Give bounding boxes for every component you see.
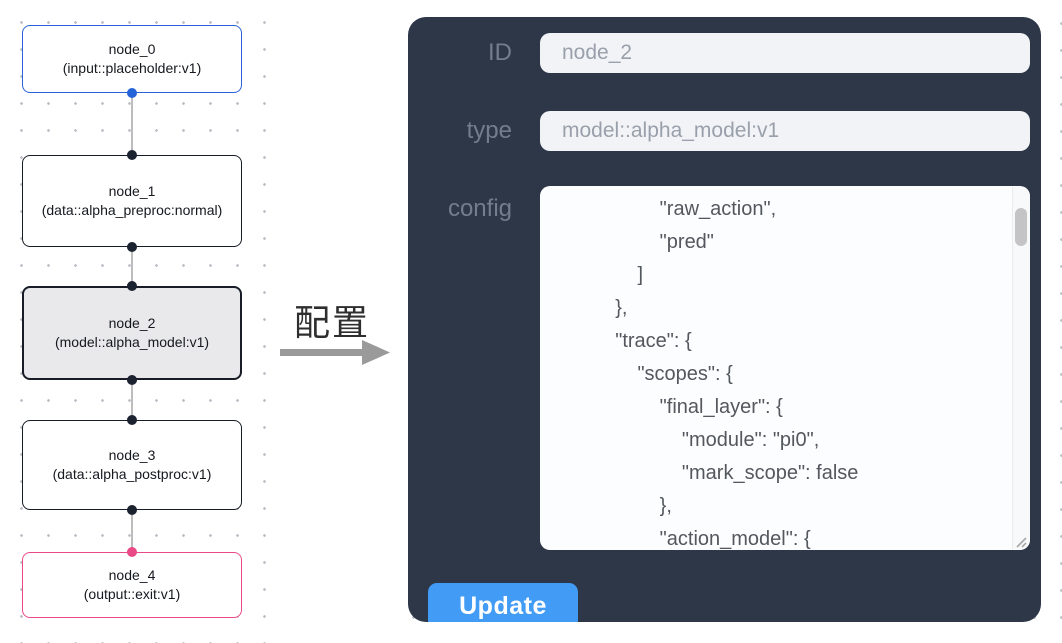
node-title: node_4 xyxy=(108,567,156,583)
configure-annotation-label: 配置 xyxy=(293,302,370,343)
config-textarea[interactable]: "raw_action", "pred" ] }, "trace": { "sc… xyxy=(540,186,1030,550)
flow-node-node1[interactable]: node_1 (data::alpha_preproc:normal) xyxy=(22,155,242,247)
node-title: node_0 xyxy=(108,41,156,57)
flow-node-node0[interactable]: node_0 (input::placeholder:v1) xyxy=(22,25,242,93)
node-title: node_2 xyxy=(108,315,156,331)
edge-node2-node3 xyxy=(131,380,133,420)
config-panel-canvas: ID type config node_2 model::alpha_model… xyxy=(395,0,1062,643)
node-title: node_3 xyxy=(108,447,156,463)
edge-node3-node4 xyxy=(131,510,133,552)
node-type-label: (output::exit:v1) xyxy=(83,586,181,602)
port-handle-node4-in[interactable] xyxy=(127,547,137,557)
scrollbar-track[interactable] xyxy=(1012,187,1030,549)
port-handle-node2-out[interactable] xyxy=(127,375,137,385)
update-button[interactable]: Update xyxy=(428,583,578,622)
node-type-label: (model::alpha_model:v1) xyxy=(54,334,210,350)
pipeline-canvas: node_0 (input::placeholder:v1) node_1 (d… xyxy=(0,0,268,643)
port-handle-node1-out[interactable] xyxy=(127,242,137,252)
node-type-label: (data::alpha_preproc:normal) xyxy=(41,202,223,218)
node-title: node_1 xyxy=(108,183,156,199)
port-handle-node0-out[interactable] xyxy=(127,88,137,98)
arrow-right-icon xyxy=(280,340,390,365)
config-field-label: config xyxy=(447,195,512,222)
port-handle-node3-out[interactable] xyxy=(127,505,137,515)
port-handle-node2-in[interactable] xyxy=(127,281,137,291)
type-field-label: type xyxy=(466,117,512,144)
flow-node-node2-selected[interactable]: node_2 (model::alpha_model:v1) xyxy=(22,286,242,380)
resize-handle-icon[interactable] xyxy=(1013,534,1027,548)
id-field-label: ID xyxy=(488,39,512,66)
node-config-panel: ID type config node_2 model::alpha_model… xyxy=(408,17,1041,622)
id-input[interactable]: node_2 xyxy=(540,33,1030,73)
flow-node-node4[interactable]: node_4 (output::exit:v1) xyxy=(22,552,242,618)
node-type-label: (input::placeholder:v1) xyxy=(62,60,202,76)
edge-node1-node2 xyxy=(131,247,133,286)
config-json-content: "raw_action", "pred" ] }, "trace": { "sc… xyxy=(615,198,859,550)
node-type-label: (data::alpha_postproc:v1) xyxy=(52,466,212,482)
type-input[interactable]: model::alpha_model:v1 xyxy=(540,111,1030,151)
scrollbar-thumb[interactable] xyxy=(1015,208,1027,246)
edge-node0-node1 xyxy=(131,93,133,155)
port-handle-node3-in[interactable] xyxy=(127,415,137,425)
port-handle-node1-in[interactable] xyxy=(127,150,137,160)
flow-node-node3[interactable]: node_3 (data::alpha_postproc:v1) xyxy=(22,420,242,510)
